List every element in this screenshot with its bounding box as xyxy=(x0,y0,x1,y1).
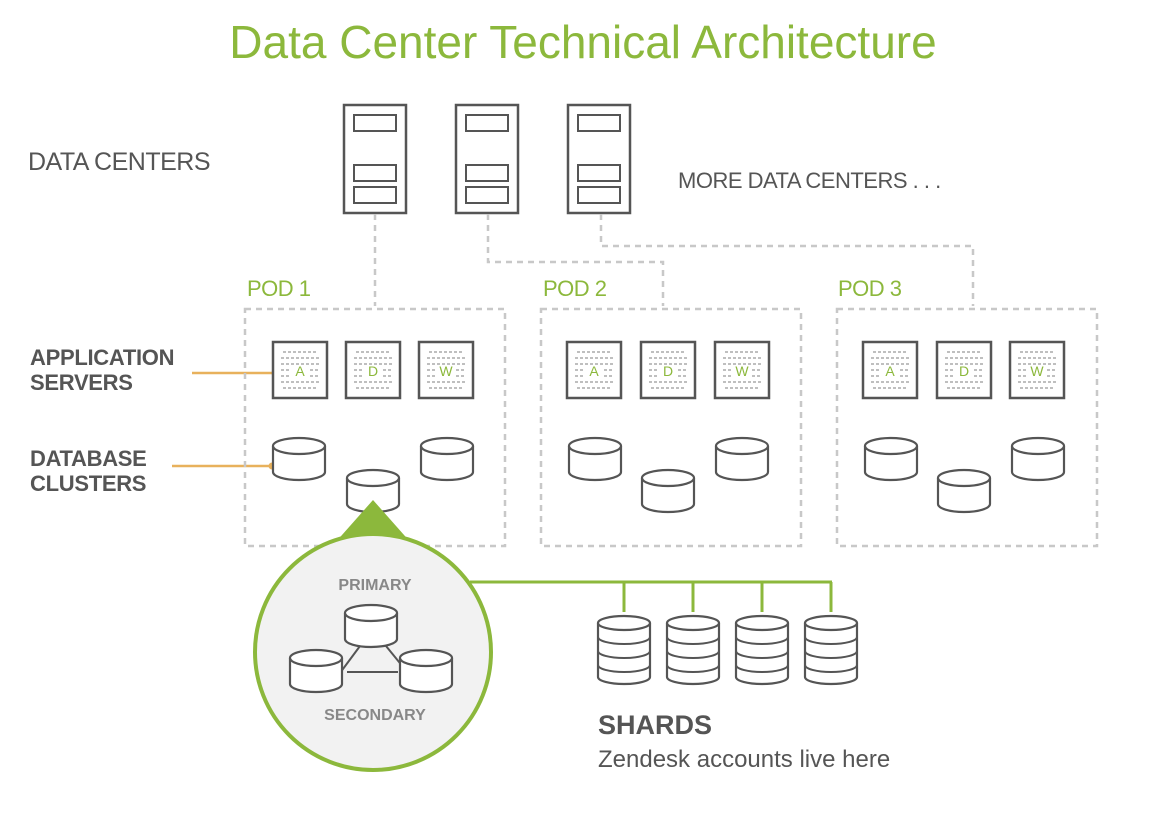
app-server-letter: W xyxy=(439,363,453,379)
shards-connector xyxy=(470,580,833,612)
secondary-database-icon xyxy=(398,648,454,694)
shard-database-icon xyxy=(596,614,652,686)
data-centers-label: DATA CENTERS xyxy=(28,148,210,176)
app-server-letter: W xyxy=(735,363,749,379)
data-center-server-icon xyxy=(454,103,520,215)
database-icon xyxy=(1010,436,1066,482)
secondary-label: SECONDARY xyxy=(324,707,426,724)
pod3-label: POD 3 xyxy=(838,276,902,301)
shards-title: SHARDS xyxy=(598,710,712,740)
secondary-database-icon xyxy=(288,648,344,694)
database-icon xyxy=(419,436,475,482)
database-icon xyxy=(567,436,623,482)
database-icon xyxy=(714,436,770,482)
primary-label: PRIMARY xyxy=(338,577,412,594)
app-server-letter: D xyxy=(663,363,673,379)
database-icon xyxy=(863,436,919,482)
database-clusters-label-line1: DATABASE xyxy=(30,446,147,471)
shards-subtitle: Zendesk accounts live here xyxy=(598,746,890,773)
pod3-connector xyxy=(599,214,975,306)
shard-database-icon xyxy=(803,614,859,686)
pod2-label: POD 2 xyxy=(543,276,607,301)
database-icon xyxy=(271,436,327,482)
zoom-pointer xyxy=(334,500,412,544)
pod1-app-servers: A D W xyxy=(271,340,475,400)
data-center-server-icon xyxy=(566,103,632,215)
pod2-connector xyxy=(486,214,665,306)
application-servers-label-line1: APPLICATION xyxy=(30,345,174,370)
app-server-letter: A xyxy=(885,363,895,379)
pod3-app-servers: A D W xyxy=(861,340,1066,400)
shard-database-icon xyxy=(665,614,721,686)
pod3-database-cluster xyxy=(863,436,1066,514)
database-clusters-label-line2: CLUSTERS xyxy=(30,471,146,496)
cluster-detail-circle xyxy=(253,532,493,772)
app-server-letter: A xyxy=(589,363,599,379)
shard-database-icon xyxy=(734,614,790,686)
pod3-box xyxy=(835,307,1099,548)
more-data-centers-label: MORE DATA CENTERS . . . xyxy=(678,168,941,193)
pod2-database-cluster xyxy=(567,436,770,514)
pod2-app-servers: A D W xyxy=(565,340,771,400)
application-servers-label-line2: SERVERS xyxy=(30,370,133,395)
database-icon xyxy=(640,468,696,514)
app-server-letter: A xyxy=(295,363,305,379)
pod1-label: POD 1 xyxy=(247,276,311,301)
app-server-letter: W xyxy=(1030,363,1044,379)
page-title: Data Center Technical Architecture xyxy=(229,16,936,68)
pod2-box xyxy=(539,307,803,548)
data-center-server-icon xyxy=(342,103,408,215)
primary-database-icon xyxy=(343,603,399,649)
app-server-letter: D xyxy=(368,363,378,379)
database-icon xyxy=(936,468,992,514)
app-server-letter: D xyxy=(959,363,969,379)
